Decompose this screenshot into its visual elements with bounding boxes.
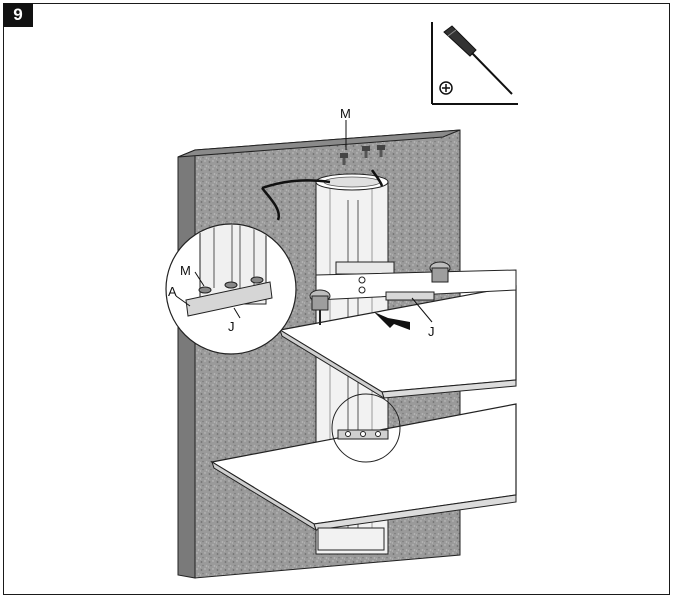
insert-arrow-icon xyxy=(374,312,410,330)
label-shelf-bracket: J xyxy=(428,324,435,339)
shelf-knob-right xyxy=(429,261,451,283)
cable xyxy=(261,179,331,190)
detail-circle-lower xyxy=(331,393,401,463)
shelf-knob-left xyxy=(309,289,331,325)
tool-inset xyxy=(431,22,518,105)
figure-frame xyxy=(3,3,670,595)
shelf-bracket-leader xyxy=(411,297,433,323)
screwdriver-icon xyxy=(443,25,513,95)
magnified-detail xyxy=(165,223,297,355)
step-number: 9 xyxy=(3,3,33,27)
cable-end xyxy=(261,187,281,221)
screws-m xyxy=(340,145,385,165)
label-screws-top: M xyxy=(340,106,351,121)
label-detail-screw: M xyxy=(180,263,191,278)
cable-top xyxy=(370,169,384,187)
label-detail-pole: A xyxy=(168,284,177,299)
lower-shelf xyxy=(210,403,517,551)
upper-shelf xyxy=(278,261,517,400)
label-detail-bracket: J xyxy=(228,319,235,334)
phillips-icon xyxy=(439,81,453,95)
